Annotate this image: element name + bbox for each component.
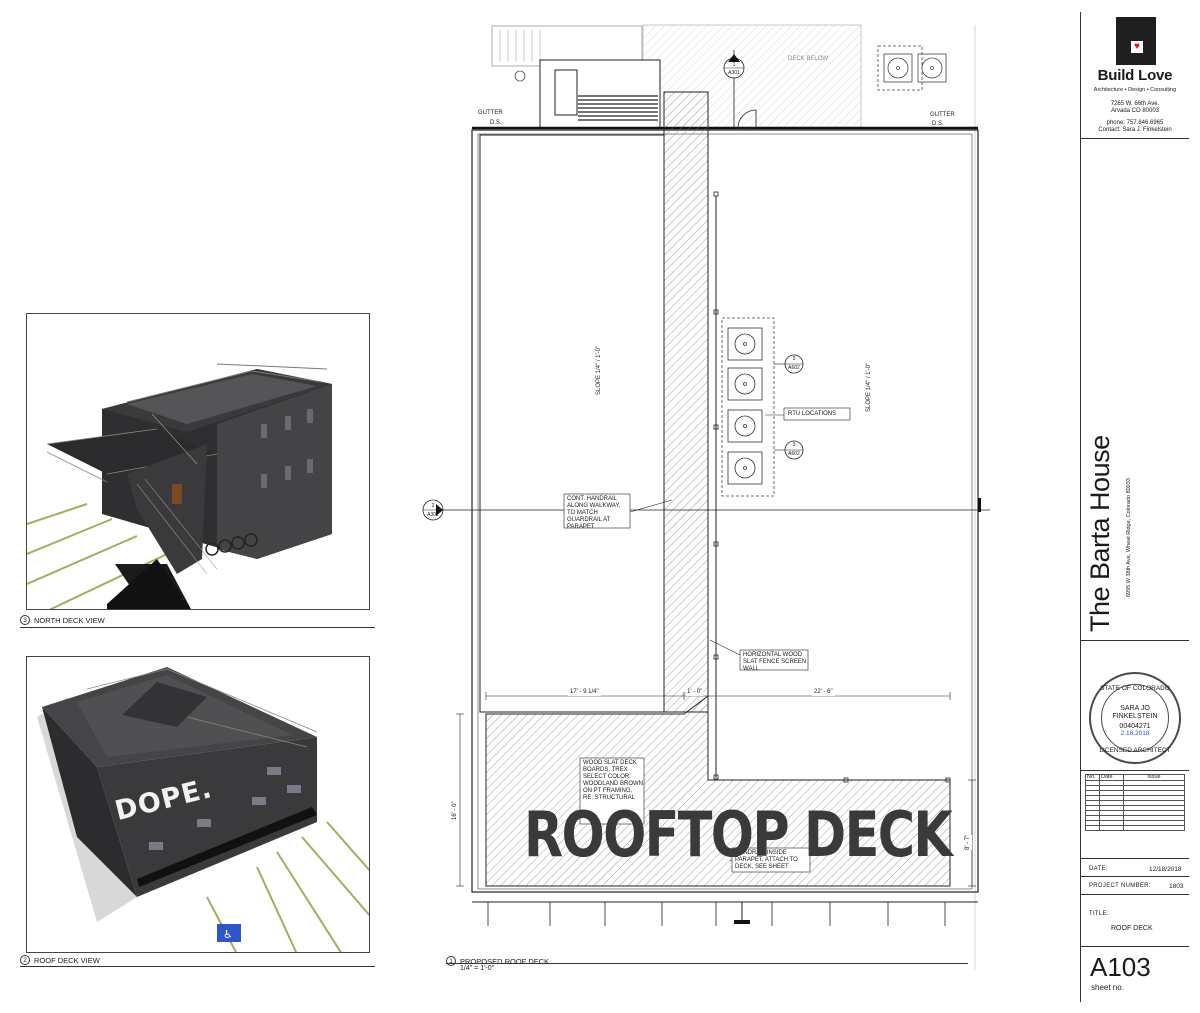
brand-contact: Contact: Sara J. Finkelstein — [1098, 127, 1172, 133]
plan-scale-label: 1/4" = 1'-0" — [460, 965, 495, 972]
caption-underline — [20, 627, 375, 628]
gutter-label-left: GUTTER — [478, 110, 503, 116]
stamp-license: 00404271 — [1119, 723, 1151, 730]
stamp-name-line1: SARA JO — [1120, 705, 1150, 712]
brand-address-line2: Arvada CO 80003 — [1110, 108, 1160, 114]
downspout-label-right: D.S. — [932, 121, 944, 127]
brand-phone: phone: 757.846.6965 — [1106, 120, 1164, 126]
caption-underline — [446, 963, 968, 964]
stamp-state: STATE OF COLORADO — [1100, 685, 1170, 692]
detail-marker-number: 3 — [792, 442, 796, 448]
heart-icon: ♥ — [1131, 41, 1143, 53]
stamp-footer: LICENSED ARCHITECT — [1099, 747, 1171, 754]
project-number-label: PROJECT NUMBER: — [1089, 883, 1151, 889]
brand-tagline: Architecture • Design • Consulting — [1093, 87, 1177, 93]
view-caption-text: PROPOSED ROOF DECK — [460, 956, 550, 966]
issue-table: No. Date Issue — [1085, 774, 1185, 831]
view-caption-text: ROOF DECK VIEW — [34, 955, 100, 965]
roof-deck-view-panel: ♿ DOPE. — [26, 656, 370, 953]
stamp-name-line2: FINKELSTEIN — [1112, 713, 1158, 720]
view-number-badge: 1 — [446, 956, 456, 966]
section-marker-number: 2 — [431, 503, 435, 509]
title-block-divider — [1081, 894, 1189, 895]
plan-caption: 1 PROPOSED ROOF DECK — [446, 956, 549, 966]
title-block-divider — [1081, 640, 1189, 641]
roof-walkway — [663, 91, 709, 713]
gutter-label-right: GUTTER — [930, 112, 955, 118]
detail-marker-ref: A602 — [788, 365, 800, 371]
title-block-divider — [1081, 946, 1189, 947]
north-deck-render — [27, 363, 332, 609]
rtu-locations-label: RTU LOCATIONS — [788, 411, 837, 417]
rooftop-deck-title: ROOFTOP DECK — [524, 798, 953, 871]
dimension-vertical-right: 8' - 7" — [965, 834, 972, 850]
build-love-logo: ♥ — [1116, 17, 1156, 65]
sheet-title-label: TITLE: — [1089, 911, 1109, 917]
roof-deck-render: ♿ — [37, 667, 369, 952]
dimension-middle: 1' - 0" — [686, 689, 704, 696]
svg-text:♿: ♿ — [223, 928, 233, 941]
caption-underline — [20, 966, 375, 967]
slope-label-left: SLOPE 1/4" / 1'-0" — [596, 345, 602, 395]
project-address: 6995 W 38th Ave, Wheat Ridge, Colorado 8… — [1126, 478, 1132, 597]
brand-address-line1: 7265 W. 66th Ave. — [1110, 101, 1160, 107]
section-marker-ref: A301 — [427, 512, 439, 518]
roof-plan-drawing: GUTTER D.S. GUTTER D.S. DECK BELOW 1 A30… — [400, 10, 1040, 972]
stamp-date: 2.18.2018 — [1120, 730, 1150, 737]
deck-below-label: DECK BELOW — [788, 56, 829, 62]
date-value: 12/18/2018 — [1149, 866, 1182, 873]
title-block-divider — [1081, 138, 1189, 139]
title-block-divider — [1081, 770, 1189, 771]
roof-plan-svg — [422, 24, 990, 970]
dimension-vertical: 16' - 0" — [452, 801, 459, 820]
handrail-inside-note: HANDRAIL INSIDE PARAPET, ATTACH TO DECK,… — [735, 850, 798, 870]
project-title: The Barta House — [1085, 435, 1115, 632]
brand-name: Build Love — [1097, 67, 1173, 84]
view-number-badge: 2 — [20, 955, 30, 965]
title-block: ♥ Build Love Architecture • Design • Con… — [1080, 12, 1189, 1002]
section-marker-number: 1 — [732, 62, 736, 68]
wood-deck-note: WOOD SLAT DECK BOARDS, TREX SELECT COLOR… — [583, 760, 643, 801]
detail-marker-number: 3 — [792, 356, 796, 362]
view-caption-text: NORTH DECK VIEW — [34, 615, 105, 625]
dimension-right: 22' - 6" — [812, 689, 835, 696]
fence-note: HORIZONTAL WOOD SLAT FENCE SCREEN WALL — [743, 652, 807, 672]
date-label: DATE: — [1089, 866, 1108, 872]
downspout-label-left: D.S. — [490, 120, 502, 126]
accessible-parking-icon — [217, 924, 241, 942]
north-deck-view-panel — [26, 313, 370, 610]
architect-stamp: STATE OF COLORADO SARA JO FINKELSTEIN 00… — [1089, 672, 1181, 764]
title-block-divider — [1081, 876, 1189, 877]
dimension-left: 17' - 9 1/4" — [568, 689, 601, 696]
view-number-badge: 3 — [20, 615, 30, 625]
roof-view-caption: 2 ROOF DECK VIEW — [20, 955, 100, 965]
north-view-caption: 3 NORTH DECK VIEW — [20, 615, 105, 625]
sheet-title-value: ROOF DECK — [1111, 925, 1153, 932]
project-number-value: 1803 — [1169, 883, 1184, 890]
handrail-note: CONT. HANDRAIL ALONG WALKWAY, TO MATCH G… — [567, 496, 621, 530]
slope-label-right: SLOPE 1/4" / 1'-0" — [866, 362, 872, 412]
exterior-stair — [539, 59, 661, 129]
title-block-divider — [1081, 858, 1189, 859]
sheet-number: A103 — [1090, 952, 1151, 982]
section-marker-ref: A301 — [728, 70, 740, 76]
sheet-no-label: sheet no. — [1091, 983, 1124, 992]
detail-marker-ref: A602 — [788, 451, 800, 457]
